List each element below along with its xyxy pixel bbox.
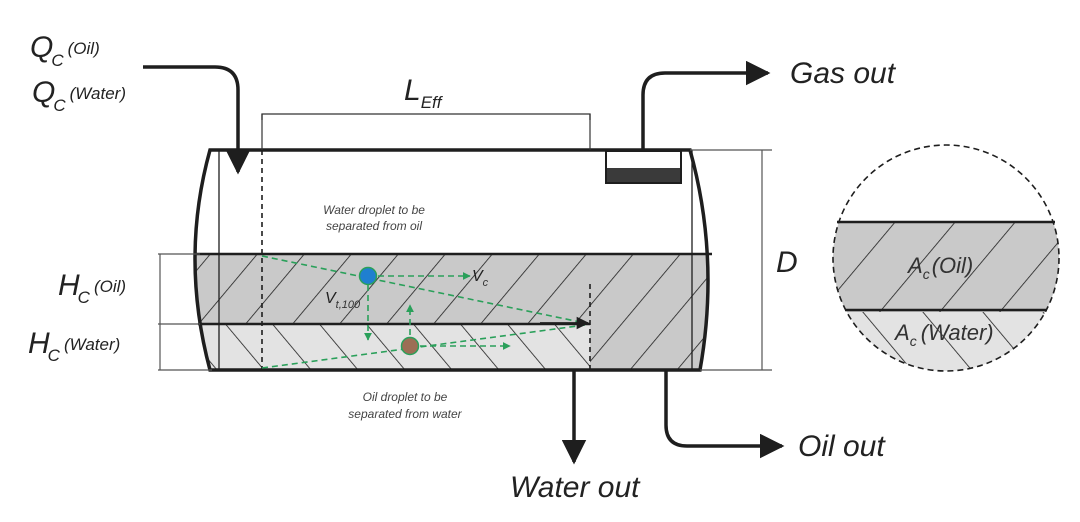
water-droplet-note-line2: separated from oil [326,219,422,233]
vc-label: Vc [472,268,489,289]
cross-section-oil-label: Ac(Oil) [906,253,973,282]
oil-layer [195,254,708,324]
cross-section-water-label: Ac(Water) [893,320,994,349]
leff-bracket [261,113,591,120]
flow-paths [261,255,586,369]
gas-outlet-pipe [641,60,771,150]
oil-bucket-region [590,324,708,370]
cross-section-fill [833,222,1059,371]
water-droplet-note-line1: Water droplet to be [323,203,425,217]
cross-section-oil [833,222,1059,312]
cross-section-circle [832,144,1060,372]
vessel-outline [193,148,710,372]
diameter-label: D [776,246,798,279]
inlet-water-label: QC(Water) [32,76,126,115]
inlet-oil-label: QC(Oil) [30,31,100,70]
oil-droplet-icon [400,336,420,356]
oil-out-label: Oil out [798,430,886,463]
h-water-label: HC(Water) [28,327,120,365]
vt-label: Vt,100 [325,290,361,311]
water-droplet-icon [358,266,378,286]
vessel-liquids [195,254,708,370]
water-layer [195,324,590,370]
h-oil-label: HC(Oil) [58,269,126,307]
mist-extractor-pad [607,168,680,182]
oil-outlet-pipe [664,370,785,459]
inlet-pipe [143,65,251,175]
gas-out-label: Gas out [790,57,897,90]
water-out-label: Water out [510,471,641,504]
oil-droplet-note-line1: Oil droplet to be [363,390,448,404]
oil-droplet-note-line2: separated from water [348,407,462,421]
oil-flow-path-upper [261,255,586,324]
leff-label: LEff [404,74,444,112]
